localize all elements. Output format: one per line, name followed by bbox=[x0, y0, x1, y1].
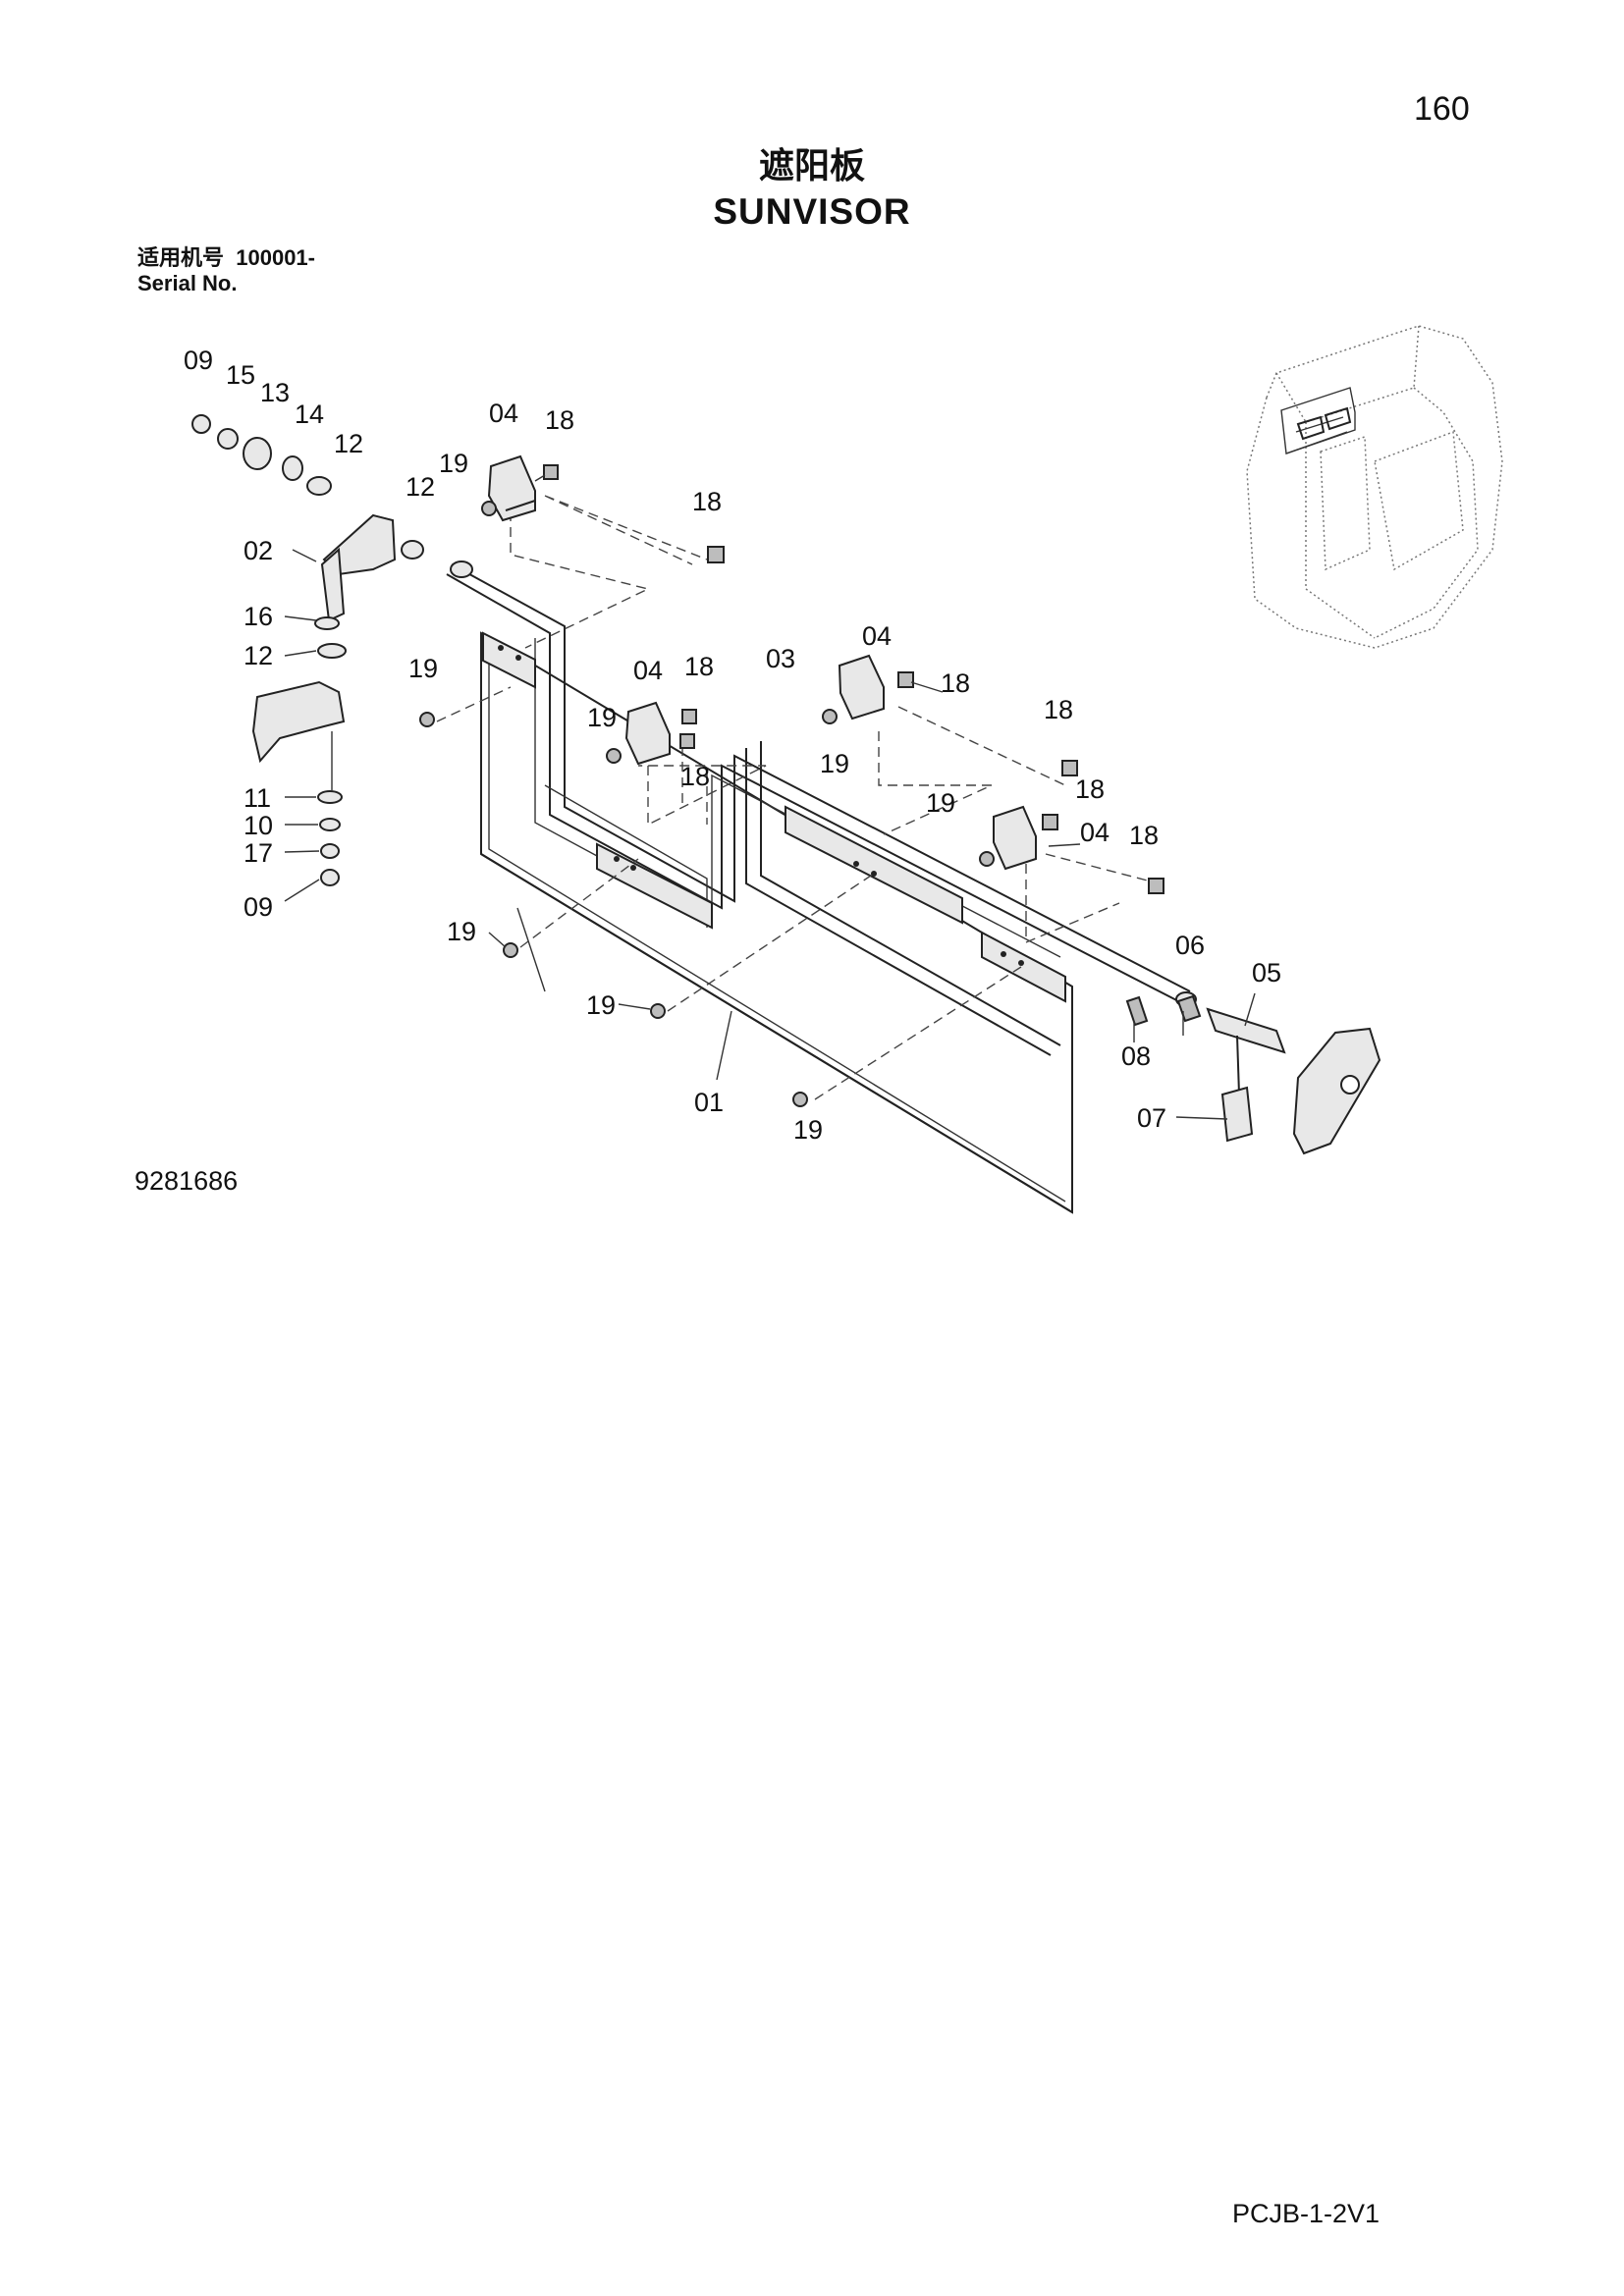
serial-value: 100001- bbox=[236, 245, 315, 270]
page-number: 160 bbox=[1414, 90, 1470, 128]
callout-11: 11 bbox=[244, 783, 271, 813]
callout-03: 03 bbox=[766, 644, 795, 673]
callout-18: 18 bbox=[1075, 774, 1105, 804]
callout-06: 06 bbox=[1175, 931, 1205, 960]
leader-lines bbox=[284, 549, 1256, 1120]
callout-19: 19 bbox=[587, 703, 617, 732]
bracket-parts bbox=[487, 454, 1037, 871]
callout-19: 19 bbox=[586, 990, 616, 1020]
callout-08: 08 bbox=[1121, 1041, 1151, 1071]
callout-labels: 09 15 13 14 12 12 19 04 18 18 02 16 12 1… bbox=[184, 346, 1281, 1145]
serial-line-cn: 适用机号 100001- bbox=[137, 245, 315, 271]
cab-thumbnail bbox=[1246, 325, 1503, 649]
callout-14: 14 bbox=[295, 400, 324, 429]
callout-13: 13 bbox=[260, 378, 290, 407]
callout-12: 12 bbox=[406, 472, 435, 502]
callout-19: 19 bbox=[439, 449, 468, 478]
callout-17: 17 bbox=[244, 838, 273, 868]
callout-12: 12 bbox=[244, 641, 273, 670]
callout-18: 18 bbox=[941, 668, 970, 698]
document-code: PCJB-1-2V1 bbox=[1232, 2199, 1380, 2228]
bolt-parts bbox=[534, 464, 1164, 894]
callout-07: 07 bbox=[1137, 1103, 1166, 1133]
callout-18: 18 bbox=[545, 405, 574, 435]
callout-19: 19 bbox=[447, 917, 476, 946]
callout-01: 01 bbox=[694, 1088, 724, 1117]
title-chinese: 遮阳板 bbox=[758, 145, 865, 186]
callout-18: 18 bbox=[680, 762, 710, 791]
callout-18: 18 bbox=[1044, 695, 1073, 724]
callout-18: 18 bbox=[1129, 821, 1159, 850]
callout-12: 12 bbox=[334, 429, 363, 458]
callout-15: 15 bbox=[226, 360, 255, 390]
callout-04: 04 bbox=[489, 399, 518, 428]
callout-09: 09 bbox=[184, 346, 213, 375]
serial-label-cn: 适用机号 bbox=[137, 245, 225, 270]
serial-label-en: Serial No. bbox=[137, 271, 238, 295]
callout-05: 05 bbox=[1252, 958, 1281, 988]
drawing-number: 9281686 bbox=[135, 1166, 239, 1196]
callout-09: 09 bbox=[244, 892, 273, 922]
callout-04: 04 bbox=[1080, 818, 1110, 847]
pivot-assembly bbox=[191, 414, 424, 886]
serial-number-block: 适用机号 100001- Serial No. bbox=[137, 245, 315, 296]
callout-04: 04 bbox=[633, 656, 663, 685]
callout-19: 19 bbox=[793, 1115, 823, 1145]
callout-18: 18 bbox=[692, 487, 722, 516]
callout-02: 02 bbox=[244, 536, 273, 565]
visor-panel bbox=[480, 631, 1073, 1214]
visor-frame bbox=[446, 561, 1197, 1056]
callout-18: 18 bbox=[684, 652, 714, 681]
callout-19: 19 bbox=[408, 654, 438, 683]
callout-04: 04 bbox=[862, 621, 892, 651]
nut-parts bbox=[419, 501, 995, 1107]
handle-assembly bbox=[1125, 994, 1381, 1155]
title-english: SUNVISOR bbox=[713, 191, 911, 232]
projection-lines bbox=[436, 495, 1160, 1100]
callout-10: 10 bbox=[244, 811, 273, 840]
callout-19: 19 bbox=[926, 788, 955, 818]
callout-16: 16 bbox=[244, 602, 273, 631]
callout-19: 19 bbox=[820, 749, 849, 778]
